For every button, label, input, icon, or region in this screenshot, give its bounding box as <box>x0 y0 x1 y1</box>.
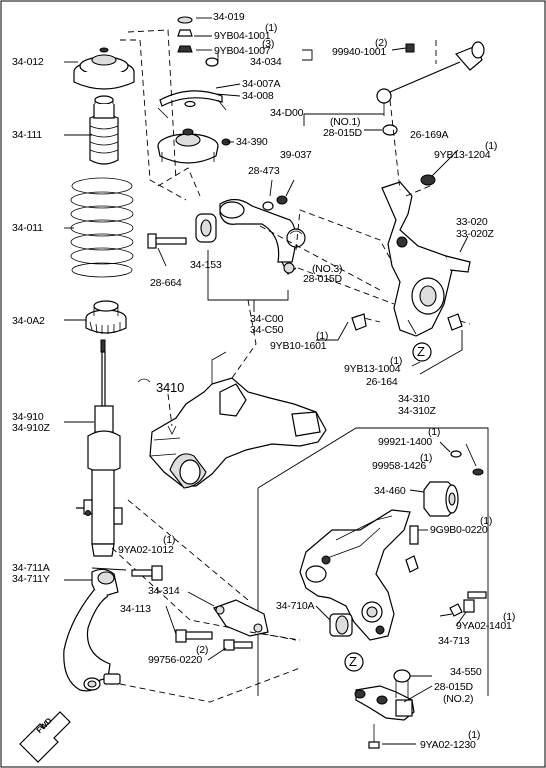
label-34-910: 34-910 <box>12 411 44 423</box>
bushing-34-710a <box>329 613 353 637</box>
label-34-0a2: 34-0A2 <box>12 315 45 327</box>
label-28-015d: 28-015D <box>303 273 342 285</box>
label-34-007a: 34-007A <box>242 78 281 90</box>
label-34-711y: 34-711Y <box>12 573 50 585</box>
bolt-34-113 <box>175 629 213 643</box>
label-9yb10-1601: 9YB10-1601 <box>270 340 327 352</box>
label-qty: (1) <box>390 355 403 367</box>
label-no3: (NO.3) <box>312 263 343 275</box>
spring-seat <box>85 300 127 334</box>
label-34-012: 34-012 <box>12 56 44 68</box>
label-34-390: 34-390 <box>236 136 268 148</box>
label-qty: (2) <box>375 37 388 49</box>
tie-rod <box>376 41 485 186</box>
label-qty: (1) <box>163 534 176 546</box>
label-9ya02-1230: 9YA02-1230 <box>420 739 476 751</box>
label-33-020: 33-020 <box>456 216 488 228</box>
label-28-664: 28-664 <box>150 277 182 289</box>
label-34-c00: 34-C00 <box>250 313 284 325</box>
label-34-310z: 34-310Z <box>398 405 436 417</box>
label-9yb13-1204: 9YB13-1204 <box>434 149 491 161</box>
trailing-arm <box>63 568 121 692</box>
bushing-34-460 <box>423 481 459 517</box>
label-no2: (NO.2) <box>443 693 474 705</box>
label-9yb13-1004: 9YB13-1004 <box>344 363 401 375</box>
label-34-c50: 34-C50 <box>250 324 284 336</box>
label-34-008: 34-008 <box>242 90 274 102</box>
label-34-011: 34-011 <box>12 222 43 234</box>
label-9g9b0-0220: 9G9B0-0220 <box>430 524 488 536</box>
label-qty: (1) <box>420 452 433 464</box>
bolt-28-664 <box>147 233 187 249</box>
bolt-9g9b0 <box>409 525 419 545</box>
nut-99958 <box>472 468 484 476</box>
label-qty: (1) <box>316 330 329 342</box>
label-99940-1001: 99940-1001 <box>332 46 387 58</box>
label-34-713: 34-713 <box>438 635 470 647</box>
label-99921-1400: 99921-1400 <box>378 436 433 448</box>
label-34-034: 34-034 <box>250 56 282 68</box>
label-no1: (NO.1) <box>330 116 361 128</box>
washer-99921 <box>450 450 462 458</box>
label-qty: (2) <box>196 644 209 656</box>
label-28-015d: 28-015D <box>323 127 362 139</box>
label-qty: (1) <box>503 611 516 623</box>
lower-control-arm <box>299 509 411 641</box>
label-3410: 3410 <box>156 380 185 395</box>
label-9ya02-1401: 9YA02-1401 <box>456 620 512 632</box>
label-9yb04-1007: 9YB04-1007 <box>214 45 271 57</box>
label-34-910z: 34-910Z <box>12 422 50 434</box>
strut-mount <box>73 47 135 90</box>
label-qty: (1) <box>485 140 498 152</box>
label-34-710a: 34-710A <box>276 600 315 612</box>
detail-z-letter: Z <box>417 344 425 359</box>
label-99756-0220: 99756-0220 <box>148 654 203 666</box>
coil-spring <box>70 177 134 278</box>
bracket-34-314 <box>213 599 269 637</box>
label-qty: (1) <box>468 729 481 741</box>
label-26-169a: 26-169A <box>410 129 449 141</box>
cotter-pin-9yb10 <box>351 313 367 331</box>
label-34-310: 34-310 <box>398 393 430 405</box>
label-34-153: 34-153 <box>190 259 222 271</box>
label-34-711a: 34-711A <box>12 562 50 574</box>
bolt-9ya02-1401 <box>463 599 475 613</box>
label-99958-1426: 99958-1426 <box>372 460 427 472</box>
label-39-037: 39-037 <box>280 149 312 161</box>
steering-knuckle <box>381 181 471 337</box>
label-34-314: 34-314 <box>148 585 180 597</box>
label-34-550: 34-550 <box>450 666 482 678</box>
label-qty: (3) <box>262 38 275 50</box>
label-28-015d: 28-015D <box>434 681 473 693</box>
label-34-111: 34-111 <box>12 129 42 141</box>
shock-absorber <box>76 339 123 557</box>
label-9ya02-1012: 9YA02-1012 <box>118 544 174 556</box>
detail-z-marker-2 <box>344 652 364 672</box>
subframe <box>149 351 327 489</box>
label-qty: (1) <box>480 515 493 527</box>
ball-joint <box>354 669 415 749</box>
label-qty: (1) <box>428 426 441 438</box>
label-33-020z: 33-020Z <box>456 228 494 240</box>
leader-lines <box>64 17 477 745</box>
bolt-99756 <box>223 639 253 651</box>
detail-z-marker <box>412 342 432 362</box>
cotter-pin-9yb13 <box>447 313 463 331</box>
fwd-arrow-icon <box>19 711 71 763</box>
bolt-9ya02-1012 <box>131 565 163 581</box>
detail-z-letter-2: Z <box>349 654 357 669</box>
label-qty: (1) <box>265 22 278 34</box>
label-34-113: 34-113 <box>120 603 151 615</box>
upper-arm <box>195 195 306 275</box>
label-26-164: 26-164 <box>366 376 398 388</box>
label-28-473: 28-473 <box>248 165 280 177</box>
label-9yb04-1001: 9YB04-1001 <box>214 30 271 42</box>
label-34-019: 34-019 <box>213 11 245 23</box>
label-34-d00: 34-D00 <box>270 107 304 119</box>
bump-stop <box>89 95 119 165</box>
label-34-460: 34-460 <box>374 485 406 497</box>
